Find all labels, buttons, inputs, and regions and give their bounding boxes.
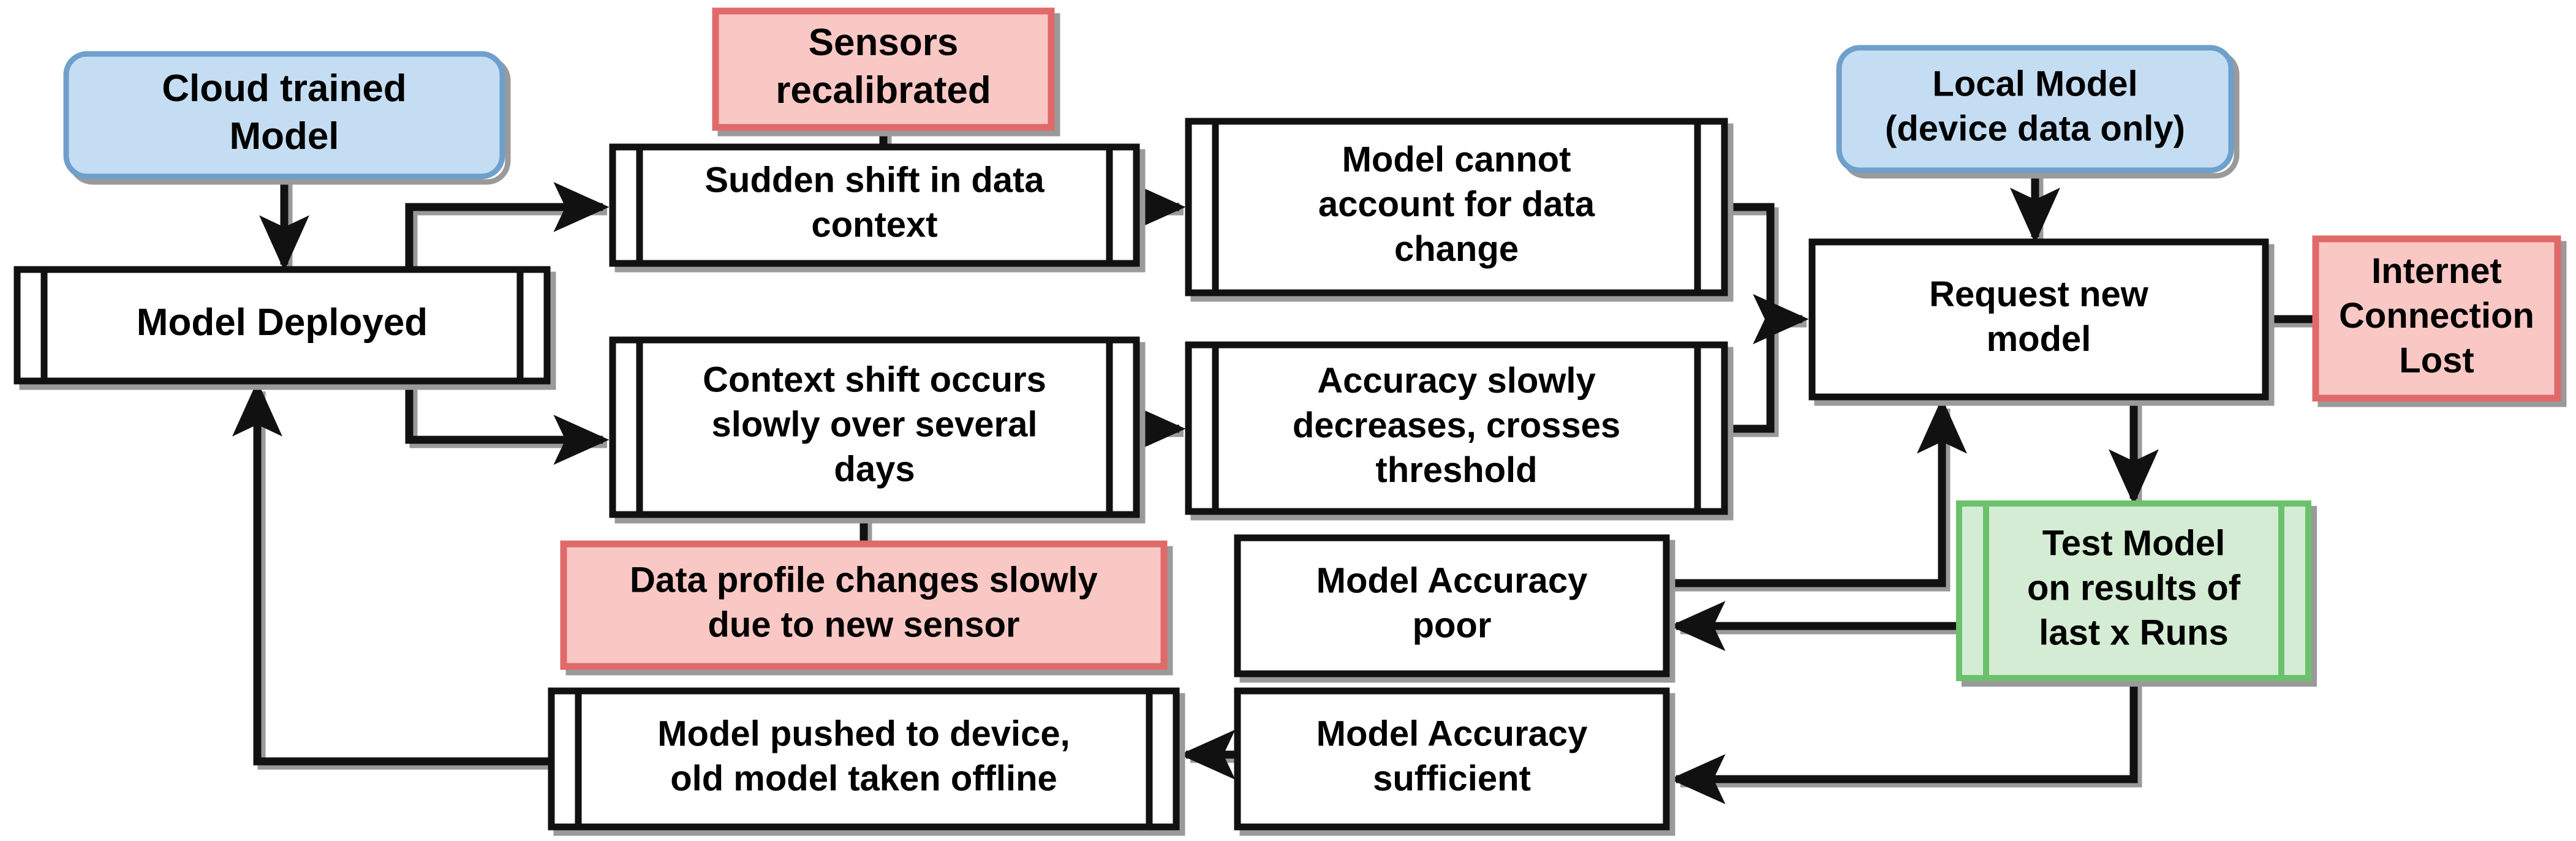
model-deployed-node-label: Model Deployed (137, 301, 428, 344)
sensors-recalibrated-node-body (712, 7, 1055, 131)
context-shift-occurs-slowly-node-body (609, 336, 1140, 518)
edge-model-accuracy-poor-to-request-new-model (1666, 398, 1967, 592)
internet-connection-lost-node-body (2312, 235, 2561, 402)
model-pushed-to-device-node-label: Model pushed to device,old model taken o… (657, 714, 1070, 799)
model-pushed-to-device-node[interactable]: Model pushed to device,old model taken o… (548, 687, 1185, 836)
edge-test-model-to-model-accuracy-poor (1669, 601, 1963, 651)
model-deployed-node[interactable]: Model Deployed (13, 266, 556, 390)
accuracy-slowly-decreases-node-body (1185, 341, 1728, 515)
edge-model-cannot-account-to-request-new-model (1724, 203, 1809, 344)
sudden-shift-in-data-context-node-body (609, 143, 1140, 267)
model-accuracy-poor-node-body (1234, 534, 1670, 677)
local-model-node-label: Local Model(device data only) (1885, 64, 2185, 149)
edge-model-deployed-to-context-shift (405, 381, 610, 465)
test-model-on-results-node-body (1956, 500, 2311, 681)
edge-model-deployed-to-sudden-shift (405, 182, 610, 274)
model-pushed-to-device-node-body (548, 687, 1180, 831)
request-new-model-node-body (1808, 238, 2269, 401)
local-model-node-body (1836, 45, 2234, 173)
edge-local-model-to-request-new-model (2010, 170, 2060, 244)
local-model-node[interactable]: Local Model(device data only) (1836, 45, 2240, 179)
edge-accuracy-decreases-to-request-new-model (1724, 294, 1809, 437)
model-deployed-node-body (13, 266, 551, 385)
model-accuracy-sufficient-node-body (1234, 687, 1670, 831)
edge-request-new-model-to-test-model (2109, 397, 2159, 505)
cloud-trained-model-node-body (63, 51, 505, 179)
data-profile-changes-node-body (560, 540, 1168, 670)
edge-test-model-to-model-accuracy-sufficient (1669, 678, 2142, 804)
edge-cloud-trained-model-to-model-deployed (259, 176, 309, 271)
edge-model-accuracy-sufficient-to-model-pushed (1179, 730, 1242, 780)
model-cannot-account-for-data-change-node-body (1185, 118, 1728, 296)
edge-model-pushed-to-model-deployed (232, 380, 556, 770)
